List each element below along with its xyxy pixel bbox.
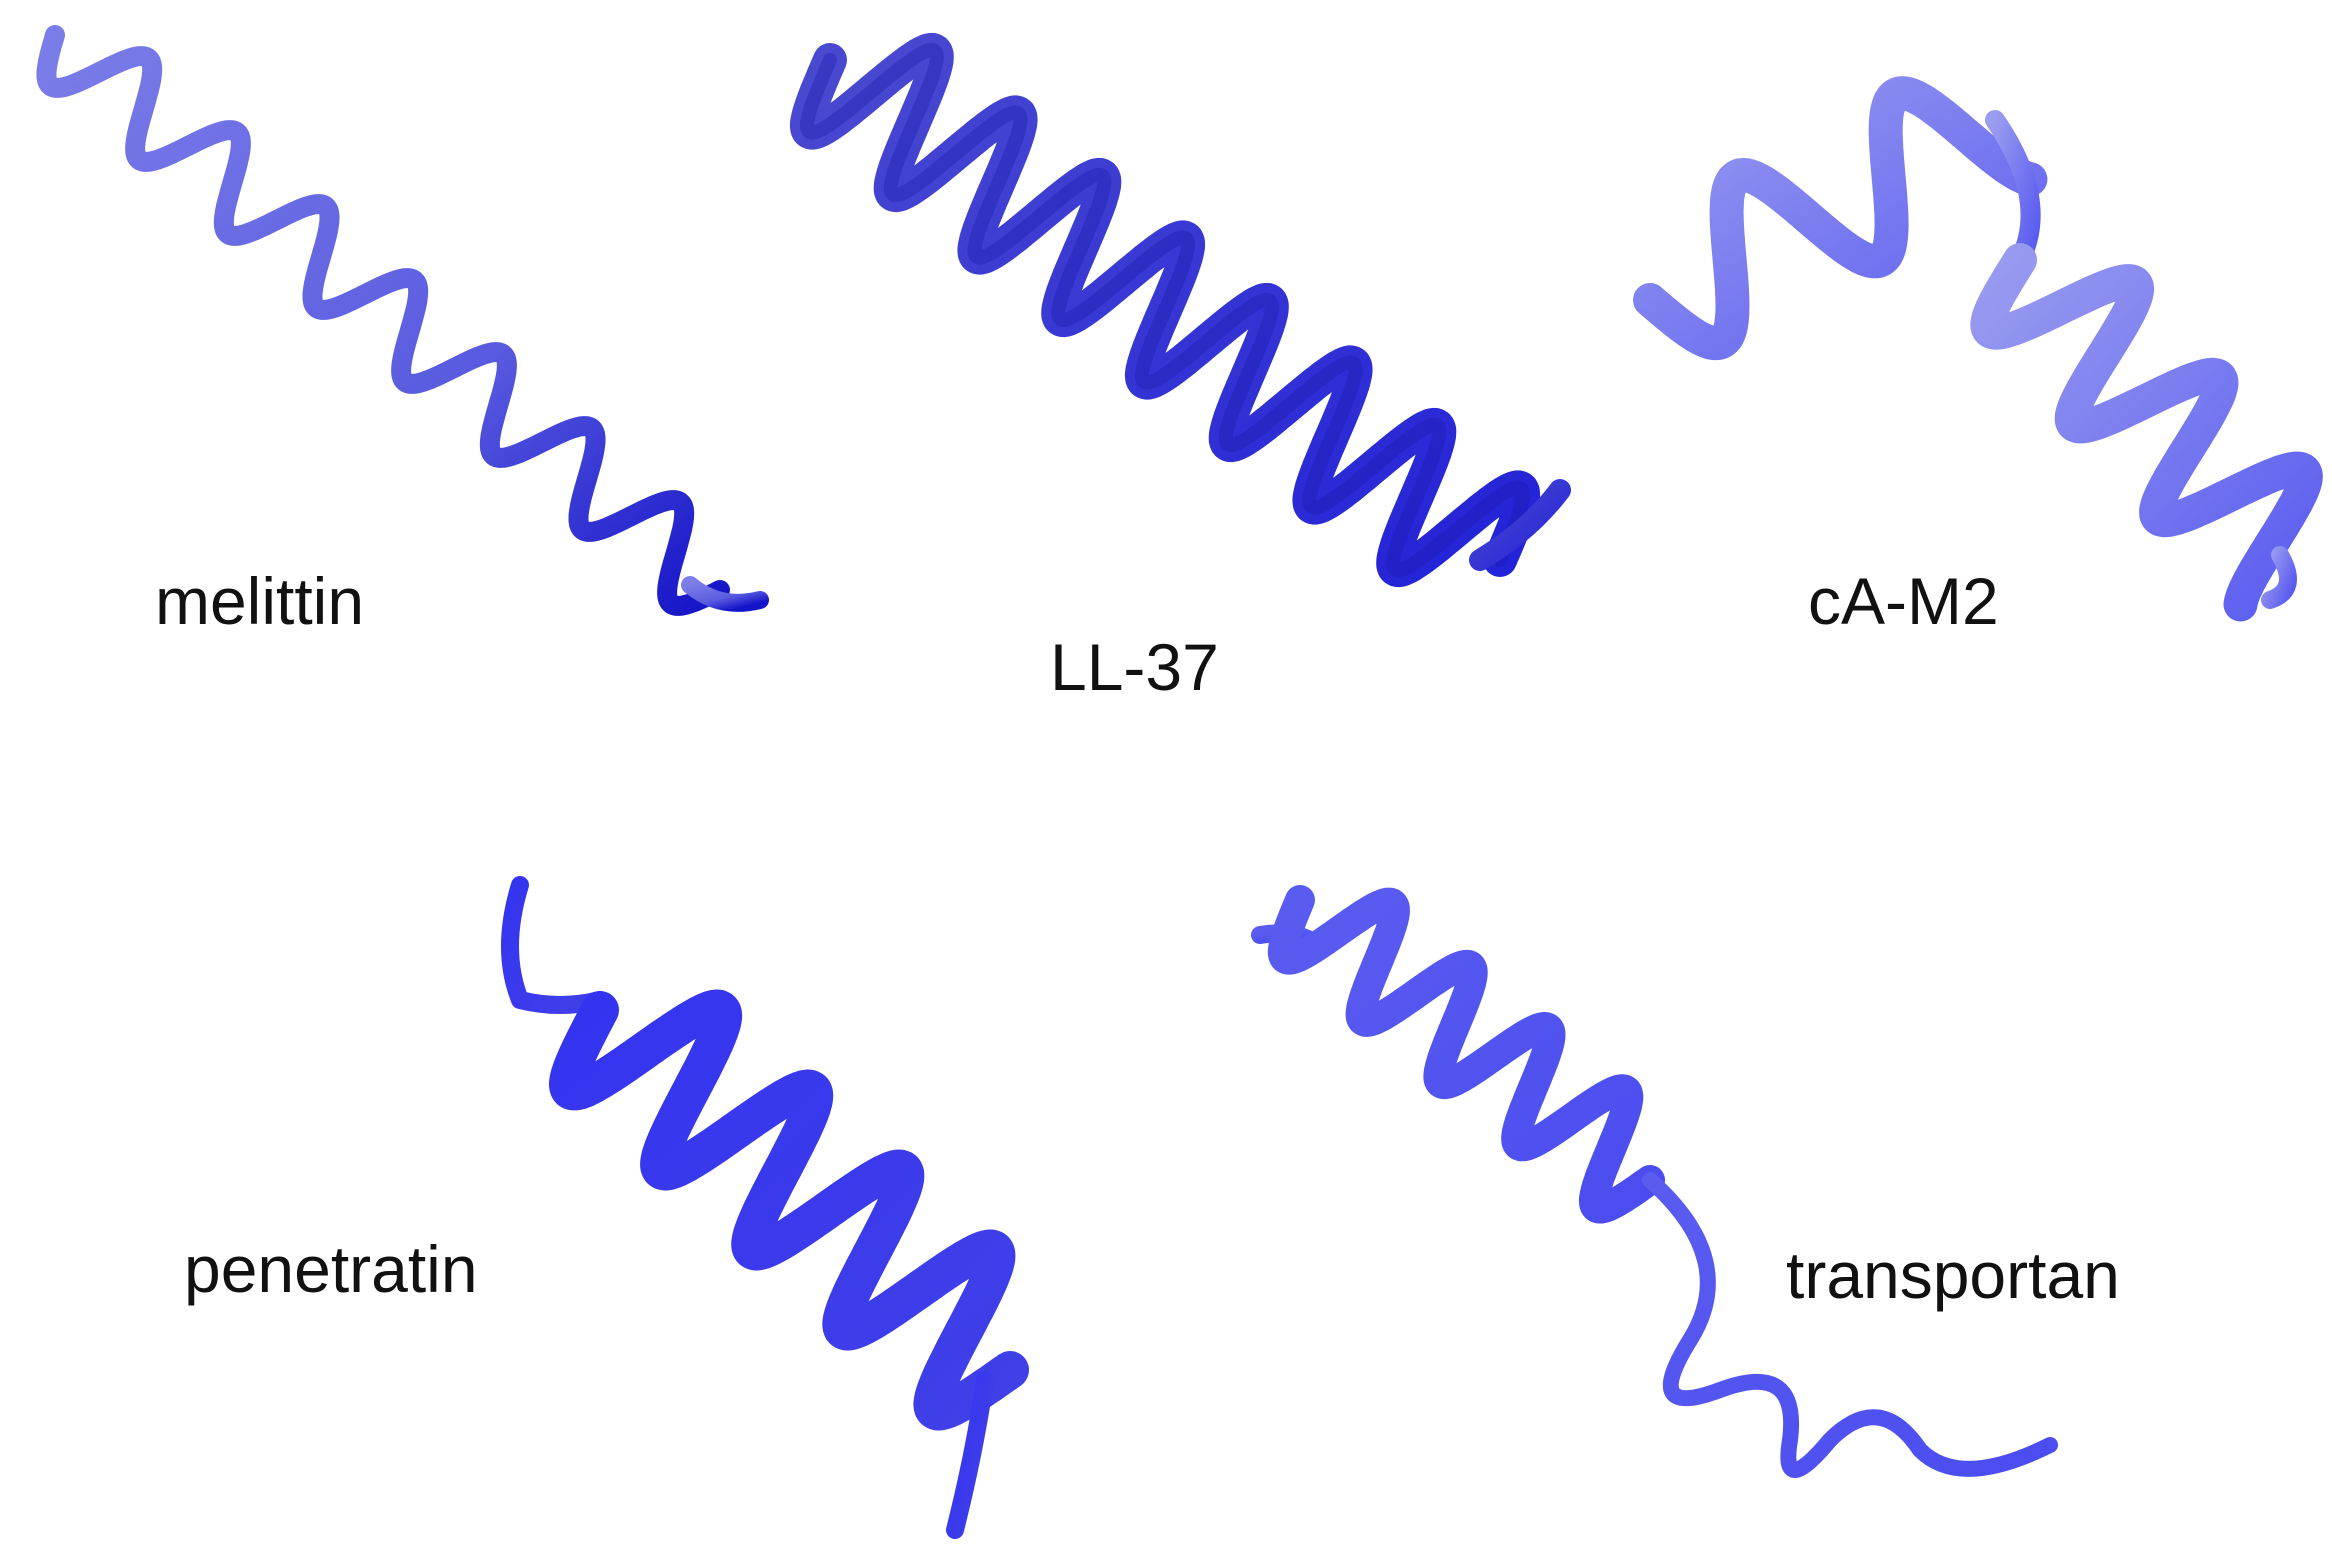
melittin-helix-backbone (36, 25, 730, 616)
ll37-label: LL-37 (1050, 630, 1219, 704)
cam2-c-terminal (2261, 546, 2297, 609)
penetratin-n-terminal (501, 876, 609, 1014)
cam2-ribbon (1633, 76, 2323, 622)
melittin-tail (681, 576, 769, 612)
penetratin-c-terminal (946, 1371, 994, 1539)
cam2-left-helix (1633, 76, 2048, 361)
cam2-label: cA-M2 (1808, 564, 1999, 638)
penetratin-helix-backbone (549, 989, 1029, 1431)
melittin-ribbon (36, 25, 769, 616)
transportan-label: transportan (1786, 1238, 2120, 1312)
melittin-label: melittin (155, 564, 365, 638)
penetratin-label: penetratin (184, 1232, 478, 1306)
ll37-c-terminal (1469, 479, 1571, 571)
transportan-ribbon (1251, 885, 2058, 1478)
ll37-helix-shade (799, 42, 1531, 578)
transportan-helix-backbone (1267, 885, 1665, 1224)
ll37-ribbon (789, 32, 1571, 588)
cam2-right-helix (1970, 243, 2323, 622)
penetratin-ribbon (501, 876, 1029, 1539)
ll37-helix-backbone (789, 32, 1541, 588)
transportan-wavy-tail (1642, 1172, 2058, 1478)
